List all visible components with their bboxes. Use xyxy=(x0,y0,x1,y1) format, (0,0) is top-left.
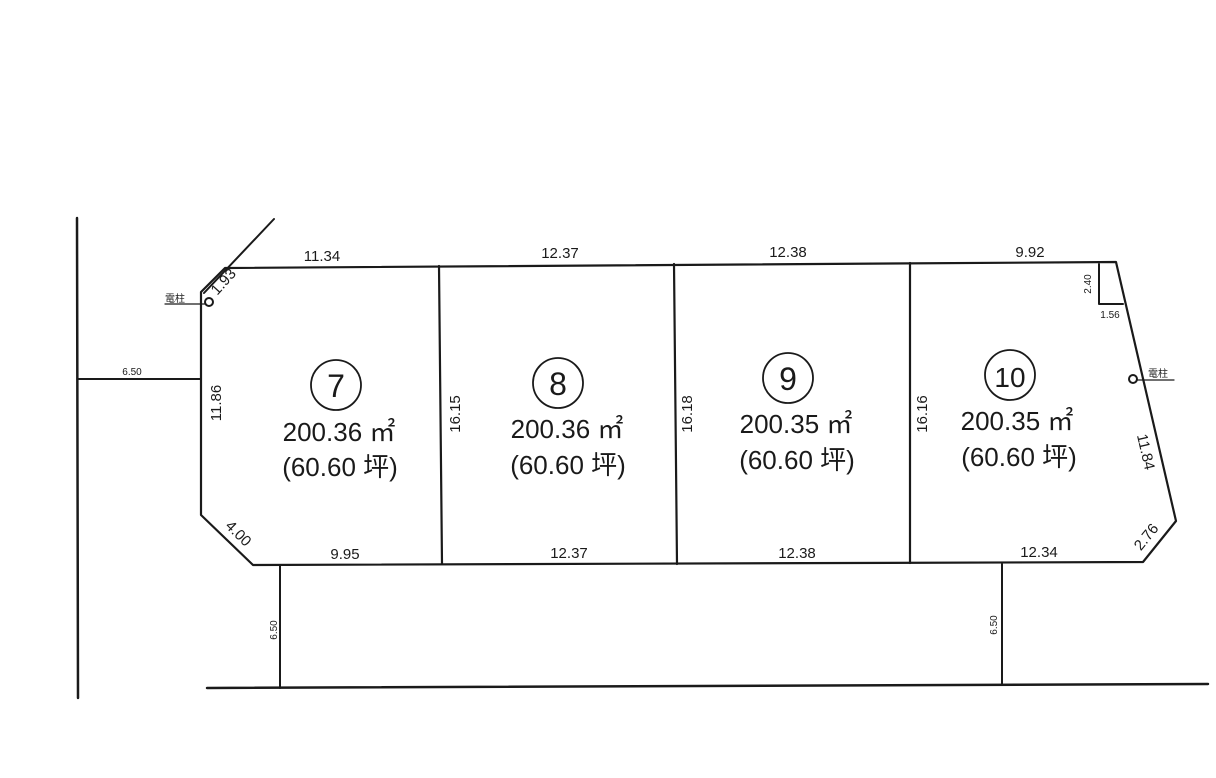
lot-area-tsubo: (60.60 坪) xyxy=(961,442,1077,472)
lot-number-circle xyxy=(762,352,814,404)
notch xyxy=(1098,263,1124,305)
utility-pole-label: 電柱 xyxy=(165,292,185,305)
utility-pole-icon xyxy=(204,297,214,307)
dimension-bottom: 9.95 xyxy=(330,546,359,563)
lot-7: 7 200.36 ㎡ (60.60 坪) xyxy=(282,359,398,482)
lot-area-tsubo: (60.60 坪) xyxy=(282,452,398,482)
dimension-top: 12.37 xyxy=(541,245,579,262)
lot-number: 9 xyxy=(779,361,797,397)
bottom-road-line xyxy=(205,682,1210,690)
lot-area: 200.35 ㎡ xyxy=(740,409,853,439)
dimension-bottom: 12.34 xyxy=(1020,544,1058,561)
lot-number: 7 xyxy=(327,368,345,404)
lot-number-circle xyxy=(984,349,1036,401)
lot-area-tsubo: (60.60 坪) xyxy=(739,445,855,475)
corner-cut-extension xyxy=(203,218,275,294)
utility-pole-label: 電柱 xyxy=(1148,367,1168,380)
lot-8: 8 200.36 ㎡ (60.60 坪) xyxy=(510,357,626,480)
dimension-notch-width: 1.56 xyxy=(1100,310,1120,321)
divider-8-9 xyxy=(672,262,679,566)
left-road-line xyxy=(75,216,80,700)
utility-pole-icon xyxy=(1128,374,1138,384)
dimension-divider: 16.16 xyxy=(914,395,931,433)
dimension-notch-height: 2.40 xyxy=(1083,274,1094,294)
dimension-road-bottom-left: 6.50 xyxy=(269,620,280,640)
lot-number-circle xyxy=(532,357,584,409)
dimension-bottom: 12.37 xyxy=(550,545,588,562)
lot-area: 200.36 ㎡ xyxy=(511,414,624,444)
lot-10: 10 200.35 ㎡ (60.60 坪) xyxy=(961,349,1077,472)
lot-number: 10 xyxy=(994,362,1025,393)
dimension-right-side: 11.84 xyxy=(1133,432,1158,471)
dimension-corner-bottom-right: 2.76 xyxy=(1131,520,1163,553)
lot-9: 9 200.35 ㎡ (60.60 坪) xyxy=(739,352,855,475)
lot-number-circle xyxy=(310,359,362,411)
divider-7-8 xyxy=(437,264,444,566)
dimension-divider: 16.18 xyxy=(679,395,696,433)
lot-area: 200.35 ㎡ xyxy=(961,406,1074,436)
dimension-road-left: 6.50 xyxy=(122,367,142,378)
lot-area-tsubo: (60.60 坪) xyxy=(510,450,626,480)
dimension-bottom: 12.38 xyxy=(778,545,816,562)
site-boundary xyxy=(199,260,1178,567)
dimension-corner-top-left: 1.93 xyxy=(208,265,240,298)
dimension-road-bottom-right: 6.50 xyxy=(989,615,1000,635)
dimension-top: 12.38 xyxy=(769,244,807,261)
dimension-corner-bottom-left: 4.00 xyxy=(222,517,255,550)
dimension-top: 9.92 xyxy=(1015,244,1044,261)
lot-number: 8 xyxy=(549,366,567,402)
dimension-divider: 16.15 xyxy=(447,395,464,433)
lot-area: 200.36 ㎡ xyxy=(283,417,396,447)
dimension-top: 11.34 xyxy=(304,248,340,265)
dimension-left-side: 11.86 xyxy=(208,385,225,421)
